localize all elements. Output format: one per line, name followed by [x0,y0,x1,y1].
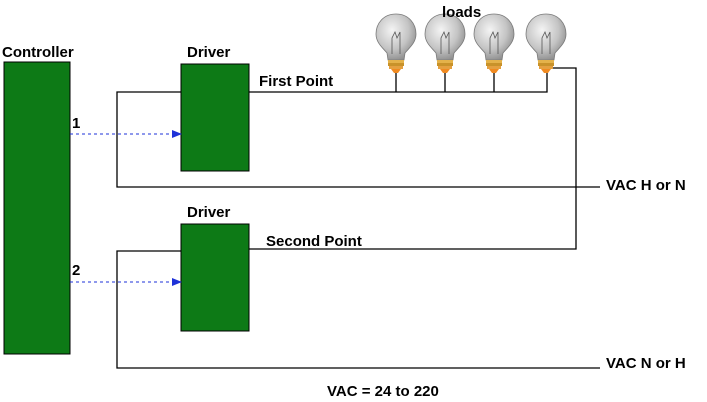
wire-first-point [249,68,548,93]
vac-range-label: VAC = 24 to 220 [327,383,439,400]
driver-block-bottom [180,223,250,332]
second-point-label: Second Point [266,233,362,250]
supply-label-top: VAC H or N [606,177,686,194]
driver-block-top [180,63,250,172]
light-bulb-icon [424,13,466,74]
wire-second-point [249,67,577,250]
first-point-label: First Point [259,73,333,90]
light-bulb-icon [473,13,515,74]
driver-label-bottom: Driver [187,204,231,221]
channel-label-1: 1 [72,115,80,132]
controller-block [3,61,71,355]
loads-label: loads [442,4,481,21]
driver-label-top: Driver [187,44,231,61]
wire-top-return [116,91,600,188]
light-bulb-icon [375,13,417,74]
channel-label-2: 2 [72,262,80,279]
supply-label-bottom: VAC N or H [606,355,686,372]
controller-label: Controller [2,44,74,61]
light-bulb-icon [525,13,567,74]
wire-bottom-return [116,250,600,369]
